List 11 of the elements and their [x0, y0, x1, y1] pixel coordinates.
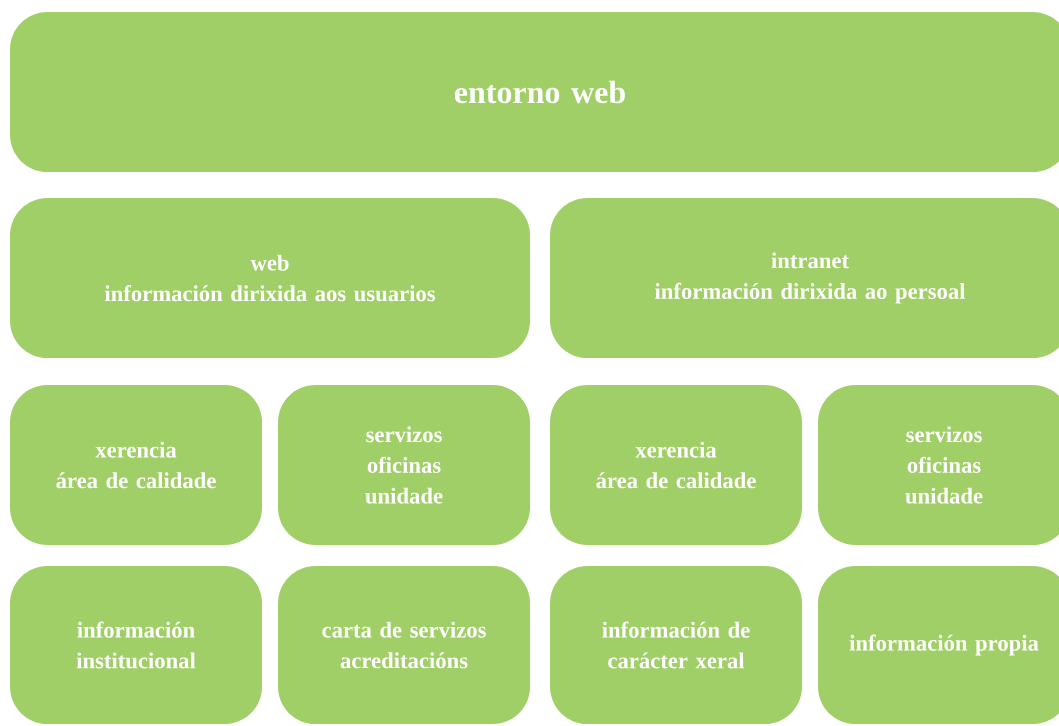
rounded-box: servizos oficinas unidade — [278, 385, 530, 545]
rounded-box: web información dirixida aos usuarios — [10, 198, 530, 358]
rounded-box: entorno web — [10, 12, 1059, 172]
rounded-box: información de carácter xeral — [550, 566, 802, 724]
rounded-box: información propia — [818, 566, 1059, 724]
rounded-box: carta de servizos acreditacións — [278, 566, 530, 724]
rounded-box: xerencia área de calidade — [550, 385, 802, 545]
rounded-box: servizos oficinas unidade — [818, 385, 1059, 545]
rounded-box: información institucional — [10, 566, 262, 724]
rounded-box: intranet información dirixida ao persoal — [550, 198, 1059, 358]
rounded-box: xerencia área de calidade — [10, 385, 262, 545]
